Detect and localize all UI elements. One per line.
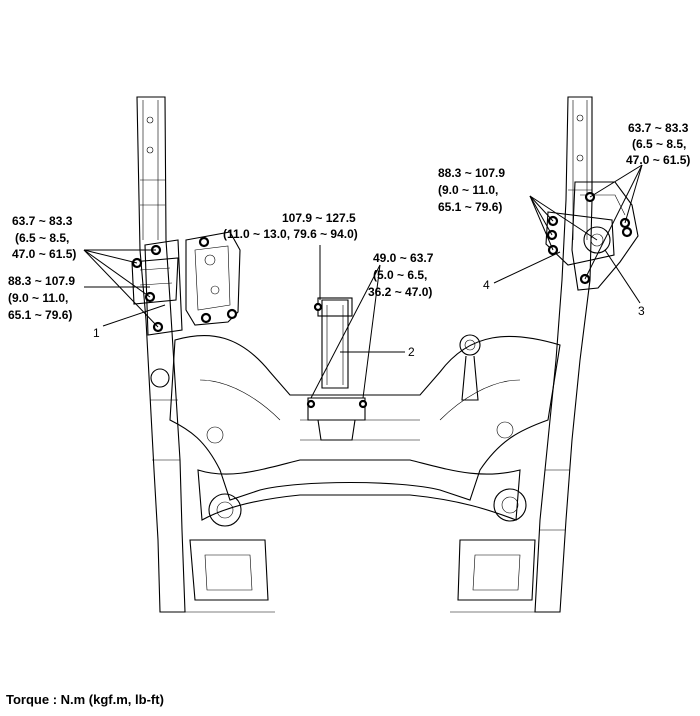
torque-left-upper-1: 63.7 ~ 83.3 xyxy=(12,214,73,228)
torque-center-mid-2: (5.0 ~ 6.5, xyxy=(373,268,427,282)
torque-left-upper-3: 47.0 ~ 61.5) xyxy=(12,247,76,261)
torque-left-lower-3: 65.1 ~ 79.6) xyxy=(8,308,72,322)
torque-center-mid-1: 49.0 ~ 63.7 xyxy=(373,251,434,265)
torque-right-mid-3: 65.1 ~ 79.6) xyxy=(438,200,502,214)
torque-center-mid-3: 36.2 ~ 47.0) xyxy=(368,285,432,299)
torque-right-mid-1: 88.3 ~ 107.9 xyxy=(438,166,505,180)
torque-center-top-2: (11.0 ~ 13.0, 79.6 ~ 94.0) xyxy=(223,227,358,241)
roll-stopper xyxy=(306,297,368,441)
part-number-2: 2 xyxy=(408,345,415,359)
right-transaxle-mount xyxy=(545,181,639,291)
torque-left-lower-1: 88.3 ~ 107.9 xyxy=(8,274,75,288)
part-number-1: 1 xyxy=(93,326,100,340)
leader-lines xyxy=(83,164,643,399)
sub-frame xyxy=(150,334,561,613)
torque-center-top-1: 107.9 ~ 127.5 xyxy=(282,211,356,225)
torque-unit-note: Torque : N.m (kgf.m, lb-ft) xyxy=(6,692,164,707)
part-number-3: 3 xyxy=(638,304,645,318)
torque-left-lower-2: (9.0 ~ 11.0, xyxy=(8,291,68,305)
torque-right-mid-2: (9.0 ~ 11.0, xyxy=(438,183,498,197)
torque-right-upper-1: 63.7 ~ 83.3 xyxy=(628,121,689,135)
torque-right-upper-3: 47.0 ~ 61.5) xyxy=(626,153,690,167)
left-frame-rail xyxy=(136,96,186,613)
torque-left-upper-2: (6.5 ~ 8.5, xyxy=(15,231,69,245)
torque-right-upper-2: (6.5 ~ 8.5, xyxy=(632,137,686,151)
left-engine-mount xyxy=(131,231,241,336)
right-frame-rail xyxy=(534,96,593,613)
part-number-4: 4 xyxy=(483,278,490,292)
